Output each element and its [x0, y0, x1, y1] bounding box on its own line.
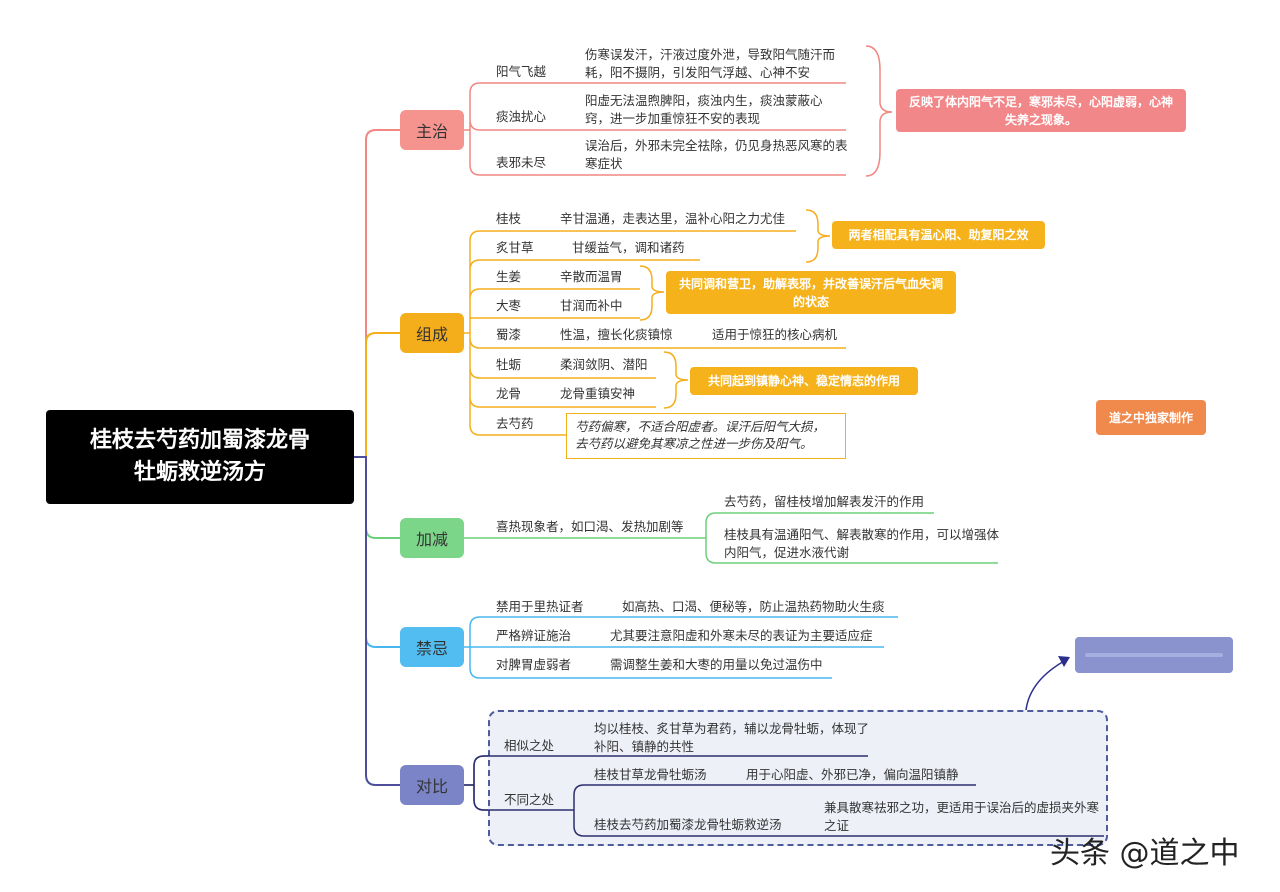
herb-longgu-desc: 龙骨重镇安神: [560, 386, 636, 401]
herb-guizhi: 桂枝: [496, 211, 522, 226]
herb-dazao-desc: 甘润而补中: [560, 298, 623, 313]
jiajian-condition: 喜热现象者，如口渴、发热加剧等: [496, 519, 684, 534]
qushaoyao-desc-box: 芍药偏寒，不适合阳虚者。误汗后阳气大损，去芍药以避免其寒凉之性进一步伤及阳气。: [566, 413, 846, 459]
watermark: 头条 @道之中: [1050, 836, 1240, 871]
jinji-desc-1: 如高热、口渴、便秘等，防止温热药物助火生痰: [622, 599, 885, 614]
zhuzhi-label-3: 表邪未尽: [496, 155, 547, 170]
herb-shuqi: 蜀漆: [496, 327, 522, 342]
branch-jinji[interactable]: 禁忌: [400, 627, 464, 667]
herb-shuqi-extra: 适用于惊狂的核心病机: [712, 327, 838, 342]
zhuzhi-desc-1: 伤寒误发汗，汗液过度外泄，导致阳气随汗而耗，阳不摄阴，引发阳气浮越、心神不安: [585, 47, 836, 80]
jinji-label-2: 严格辨证施治: [496, 628, 572, 643]
zucheng-note-1: 两者相配具有温心阳、助复阳之效: [832, 221, 1045, 249]
herb-muli-desc: 柔润敛阴、潜阳: [560, 357, 648, 372]
duibi-similar-desc: 均以桂枝、炙甘草为君药，辅以龙骨牡蛎，体现了补阳、镇静的共性: [594, 721, 870, 754]
credit-badge: 道之中独家制作: [1096, 400, 1206, 435]
zhuzhi-label-2: 痰浊扰心: [496, 109, 547, 124]
zucheng-note-3: 共同起到镇静心神、稳定情志的作用: [690, 367, 918, 395]
jiajian-result-1: 去芍药，留桂枝增加解表发汗的作用: [724, 494, 925, 509]
blurred-link-box[interactable]: [1075, 637, 1233, 673]
herb-shengjiang: 生姜: [496, 269, 522, 284]
branch-duibi[interactable]: 对比: [400, 765, 464, 805]
root-node: 桂枝去芍药加蜀漆龙骨 牡蛎救逆汤方: [46, 410, 354, 504]
herb-zhigancao-desc: 甘缓益气，调和诸药: [572, 240, 685, 255]
jiajian-result-2: 桂枝具有温通阳气、解表散寒的作用，可以增强体内阳气，促进水液代谢: [724, 527, 1000, 560]
root-title-line2: 牡蛎救逆汤方: [133, 460, 266, 485]
herb-shengjiang-desc: 辛散而温胃: [560, 269, 623, 284]
herb-zhigancao: 炙甘草: [496, 240, 534, 255]
jinji-label-1: 禁用于里热证者: [496, 599, 584, 614]
herb-qushaoyao: 去芍药: [496, 416, 534, 431]
zucheng-note-2: 共同调和营卫，助解表邪，并改善误汗后气血失调的状态: [666, 271, 956, 314]
duibi-diff-desc-1: 用于心阳虚、外邪已净，偏向温阳镇静: [746, 767, 959, 782]
branch-zhuzhi[interactable]: 主治: [400, 110, 464, 150]
jinji-label-3: 对脾胃虚弱者: [496, 657, 572, 672]
herb-muli: 牡蛎: [496, 357, 522, 372]
jinji-desc-3: 需调整生姜和大枣的用量以免过温伤中: [610, 657, 823, 672]
zhuzhi-desc-2: 阳虚无法温煦脾阳，痰浊内生，痰浊蒙蔽心窍，进一步加重惊狂不安的表现: [585, 93, 823, 126]
duibi-diff-label: 不同之处: [504, 792, 555, 807]
branch-jiajian[interactable]: 加减: [400, 518, 464, 558]
zhuzhi-label-1: 阳气飞越: [496, 64, 547, 79]
root-title-line1: 桂枝去芍药加蜀漆龙骨: [89, 428, 310, 453]
branch-zucheng[interactable]: 组成: [400, 313, 464, 353]
jinji-desc-2: 尤其要注意阳虚和外寒未尽的表证为主要适应症: [610, 628, 873, 643]
herb-dazao: 大枣: [496, 298, 522, 313]
duibi-diff-name-2: 桂枝去芍药加蜀漆龙骨牡蛎救逆汤: [594, 817, 782, 832]
herb-longgu: 龙骨: [496, 386, 522, 401]
duibi-diff-desc-2: 兼具散寒祛邪之功，更适用于误治后的虚损夹外寒之证: [824, 800, 1100, 833]
herb-guizhi-desc: 辛甘温通，走表达里，温补心阳之力尤佳: [560, 211, 786, 226]
duibi-similar-label: 相似之处: [504, 738, 555, 753]
duibi-diff-name-1: 桂枝甘草龙骨牡蛎汤: [594, 767, 707, 782]
zhuzhi-summary-note: 反映了体内阳气不足，寒邪未尽，心阳虚弱，心神失养之现象。: [896, 89, 1186, 132]
herb-shuqi-desc: 性温，擅长化痰镇惊: [560, 327, 673, 342]
zhuzhi-desc-3: 误治后，外邪未完全祛除，仍见身热恶风寒的表寒症状: [585, 138, 848, 171]
